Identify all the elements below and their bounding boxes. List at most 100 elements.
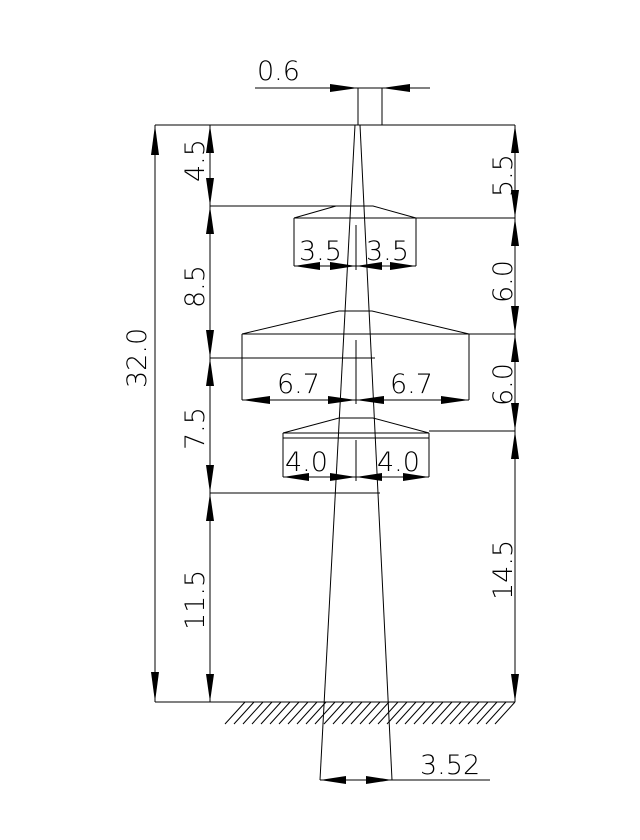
top-width-arrow-right [382, 84, 410, 92]
lower-arm-arrow-4 [403, 473, 429, 481]
lower-arm-arrow-3 [356, 473, 382, 481]
ground-hatch-line [386, 701, 408, 725]
left-bottom-label: 11.5 [180, 570, 211, 630]
lower-arm-arrow-1 [283, 473, 309, 481]
right-mid-lower-arrow-bottom [511, 403, 519, 431]
top-width-label: 0.6 [257, 56, 300, 87]
middle-arm-dimensions: 6.7 6.7 [242, 340, 469, 404]
ground-hatch-line [251, 701, 273, 725]
base-width-arrow-left [320, 776, 346, 784]
lower-arm-right-label: 4.0 [377, 447, 420, 478]
lower-arm-arrow-2 [330, 473, 356, 481]
ground-hatch-line [476, 701, 498, 725]
top-arm-arrow-1 [294, 262, 320, 270]
lower-arm-outline [282, 417, 430, 434]
ground-hatch-line [404, 701, 426, 725]
ground-hatch-line [377, 701, 399, 725]
base-width-arrow-right [366, 776, 392, 784]
right-mid-upper-arrow-top [511, 218, 519, 246]
top-arm-arrow-4 [390, 262, 416, 270]
base-width-label: 3.52 [420, 750, 480, 781]
middle-arm-outline [241, 310, 470, 335]
right-bottom-arrow-top [511, 431, 519, 459]
total-height-arrow-bottom [151, 672, 159, 702]
total-height-dimension: 32.0 [122, 125, 159, 702]
right-mid-upper-arrow-bottom [511, 306, 519, 334]
middle-arm-right-label: 6.7 [390, 369, 433, 400]
top-arm-right-label: 3.5 [366, 236, 409, 267]
ground-hatch-line [314, 701, 336, 725]
right-elevation-dimensions: 5.5 6.0 6.0 14.5 [416, 125, 519, 702]
ground-hatch-line [296, 701, 318, 725]
ground-hatch-line [269, 701, 291, 725]
middle-arm-arrow-3 [356, 396, 384, 404]
ground [155, 701, 516, 725]
right-mid-lower-label: 6.0 [488, 363, 519, 406]
right-mid-lower-arrow-top [511, 334, 519, 362]
right-bottom-label: 14.5 [488, 540, 519, 600]
ground-hatch-line [449, 701, 471, 725]
left-mid-lower-arrow-bottom [206, 465, 214, 493]
middle-arm-arrow-2 [328, 396, 356, 404]
ground-hatch-line [467, 701, 489, 725]
top-width-arrow-left [330, 84, 358, 92]
ground-hatch-line [242, 701, 264, 725]
right-bottom-arrow-bottom [511, 674, 519, 702]
left-bottom-arrow-top [206, 493, 214, 521]
left-mid-lower-arrow-top [206, 358, 214, 386]
ground-hatch-line [422, 701, 444, 725]
ground-hatch-line [323, 701, 345, 725]
right-top-arrow-bottom [511, 190, 519, 218]
ground-hatch-line [341, 701, 363, 725]
middle-arm-left-label: 6.7 [277, 369, 320, 400]
left-mid-upper-label: 8.5 [180, 265, 211, 308]
total-height-arrow-top [151, 125, 159, 155]
left-upper-arrow-bottom [206, 178, 214, 206]
tower-left-leg [319, 124, 356, 781]
lower-arm-dimensions: 4.0 4.0 [283, 440, 429, 481]
ground-hatch-line [287, 701, 309, 725]
top-cross-arm [293, 205, 417, 266]
middle-arm-arrow-1 [242, 396, 270, 404]
top-arm-left-label: 3.5 [299, 236, 342, 267]
left-mid-lower-label: 7.5 [180, 407, 211, 450]
top-arm-dimensions: 3.5 3.5 [294, 225, 416, 270]
top-arm-arrow-2 [330, 262, 356, 270]
ground-hatching [224, 701, 516, 725]
right-top-arrow-top [511, 125, 519, 153]
right-mid-upper-label: 6.0 [488, 260, 519, 303]
tower-right-leg [359, 124, 393, 781]
ground-hatch-line [278, 701, 300, 725]
lower-cross-arm [210, 417, 430, 494]
ground-hatch-line [440, 701, 462, 725]
left-upper-label: 4.5 [180, 139, 211, 182]
top-width-dimension: 0.6 [155, 56, 515, 126]
middle-cross-arm [210, 310, 470, 400]
ground-hatch-line [233, 701, 255, 725]
left-elevation-dimensions: 4.5 8.5 7.5 11.5 [180, 125, 336, 702]
left-upper-arrow-top [206, 125, 214, 153]
ground-hatch-line [305, 701, 327, 725]
ground-hatch-line [431, 701, 453, 725]
ground-hatch-line [224, 701, 246, 725]
right-top-label: 5.5 [488, 154, 519, 197]
ground-hatch-line [395, 701, 417, 725]
total-height-label: 32.0 [122, 328, 153, 388]
ground-hatch-line [359, 701, 381, 725]
ground-hatch-line [458, 701, 480, 725]
ground-hatch-line [260, 701, 282, 725]
left-mid-upper-arrow-top [206, 206, 214, 234]
ground-hatch-line [368, 701, 390, 725]
lower-arm-left-label: 4.0 [285, 447, 328, 478]
base-width-dimension: 3.52 [320, 750, 490, 784]
ground-hatch-line [350, 701, 372, 725]
ground-hatch-line [485, 701, 507, 725]
top-arm-arrow-3 [356, 262, 382, 270]
left-bottom-arrow-bottom [206, 674, 214, 702]
top-arm-outline [293, 205, 417, 219]
middle-arm-arrow-4 [441, 396, 469, 404]
ground-hatch-line [494, 701, 516, 725]
ground-hatch-line [413, 701, 435, 725]
left-mid-upper-arrow-bottom [206, 330, 214, 358]
